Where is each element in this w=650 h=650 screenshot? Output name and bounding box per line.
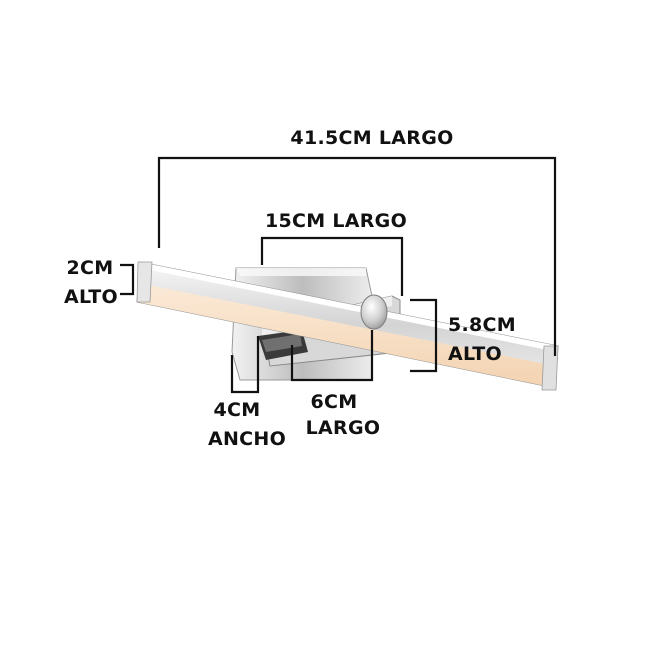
- total-length-label: 41.5CM LARGO: [290, 127, 453, 149]
- bar-height-dimension: 2CM ALTO: [64, 257, 135, 308]
- depth-dimension: 4CM ANCHO: [208, 336, 286, 450]
- base-length-value: 6CM: [311, 391, 358, 413]
- overall-height-word: ALTO: [448, 343, 502, 365]
- base-length-dimension: 6CM LARGO: [290, 330, 381, 439]
- bar-height-value: 2CM: [67, 257, 114, 279]
- overall-height-dimension: 5.8CM ALTO: [410, 298, 516, 373]
- bar-height-word: ALTO: [64, 286, 118, 308]
- depth-value: 4CM: [214, 399, 261, 421]
- base-length-word: LARGO: [306, 417, 381, 439]
- bracket-length-dimension: 15CM LARGO: [260, 210, 407, 296]
- lamp-illustration: [136, 261, 559, 391]
- pivot-knob: [360, 294, 388, 330]
- depth-word: ANCHO: [208, 428, 286, 450]
- overall-height-value: 5.8CM: [448, 314, 516, 336]
- total-length-dimension: 41.5CM LARGO: [157, 127, 557, 356]
- led-diffuser: [137, 283, 556, 388]
- bracket-length-label: 15CM LARGO: [265, 210, 407, 232]
- led-bar: [136, 261, 559, 391]
